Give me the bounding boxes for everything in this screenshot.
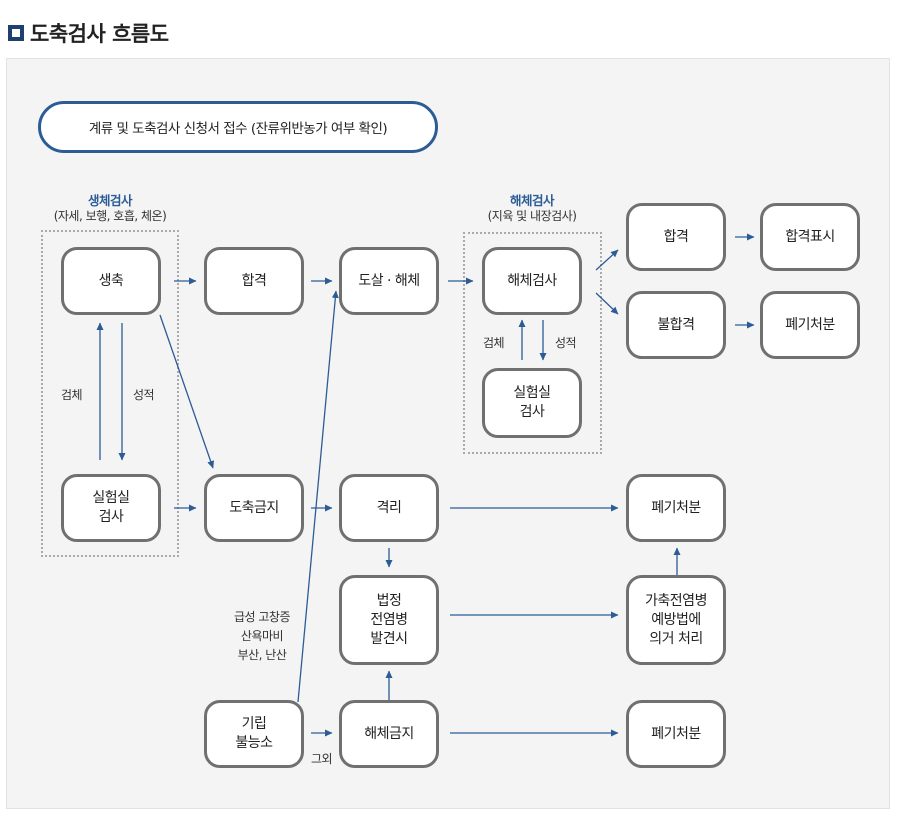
live-inspection-title: 생체검사 (87, 193, 133, 208)
arrow-carcass-to-fail (595, 292, 619, 315)
pass-node-mid: 합격 (204, 247, 304, 315)
prevention-law-node: 가축전염병 예방법에 의거 처리 (626, 575, 726, 665)
dismantle-ban-node: 해체금지 (339, 700, 439, 768)
carcass-inspection-group (463, 232, 602, 454)
pass-mark-node: 합격표시 (760, 203, 860, 271)
other-label: 그외 (311, 752, 333, 766)
disposal-node-2: 폐기처분 (626, 474, 726, 542)
square-bullet-icon (8, 25, 24, 41)
lab-test-node-left: 실험실 검사 (61, 474, 161, 542)
lab-test-node-right: 실험실 검사 (482, 368, 582, 438)
page-title: 도축검사 흐름도 (8, 18, 169, 48)
diagram-panel (6, 58, 890, 809)
application-banner: 계류 및 도축검사 신청서 접수 (잔류위반농가 여부 확인) (38, 101, 438, 153)
arrow-livestock-to-ban (159, 314, 215, 469)
arrow-stand-to-slaughter (297, 290, 339, 703)
slaughter-ban-node: 도축금지 (204, 474, 304, 542)
stand-unable-node: 기립 불능소 (204, 700, 304, 768)
live-livestock-node: 생축 (61, 247, 161, 315)
disposal-node-1: 폐기처분 (760, 291, 860, 359)
specimen-label-right: 검체 (483, 336, 505, 350)
slaughter-node: 도살 · 해체 (339, 247, 439, 315)
legal-disease-node: 법정 전염병 발견시 (339, 575, 439, 665)
carcass-inspection-subtitle: (지육 및 내장검사) (487, 209, 577, 223)
result-label-right: 성적 (555, 336, 577, 350)
carcass-inspection-node: 해체검사 (482, 247, 582, 315)
isolation-node: 격리 (339, 474, 439, 542)
page-title-text: 도축검사 흐름도 (30, 22, 169, 46)
pass-node-right: 합격 (626, 203, 726, 271)
live-inspection-subtitle: (자세, 보행, 호흡, 체온) (53, 209, 167, 223)
carcass-inspection-title: 해체검사 (509, 193, 555, 208)
acute-conditions-label: 급성 고창증 산욕마비 부산, 난산 (233, 610, 291, 662)
live-inspection-group (41, 230, 179, 557)
result-label-left: 성적 (133, 388, 155, 402)
specimen-label-left: 검체 (61, 388, 83, 402)
arrow-carcass-to-pass (595, 249, 619, 271)
fail-node: 불합격 (626, 291, 726, 359)
disposal-node-3: 폐기처분 (626, 700, 726, 768)
